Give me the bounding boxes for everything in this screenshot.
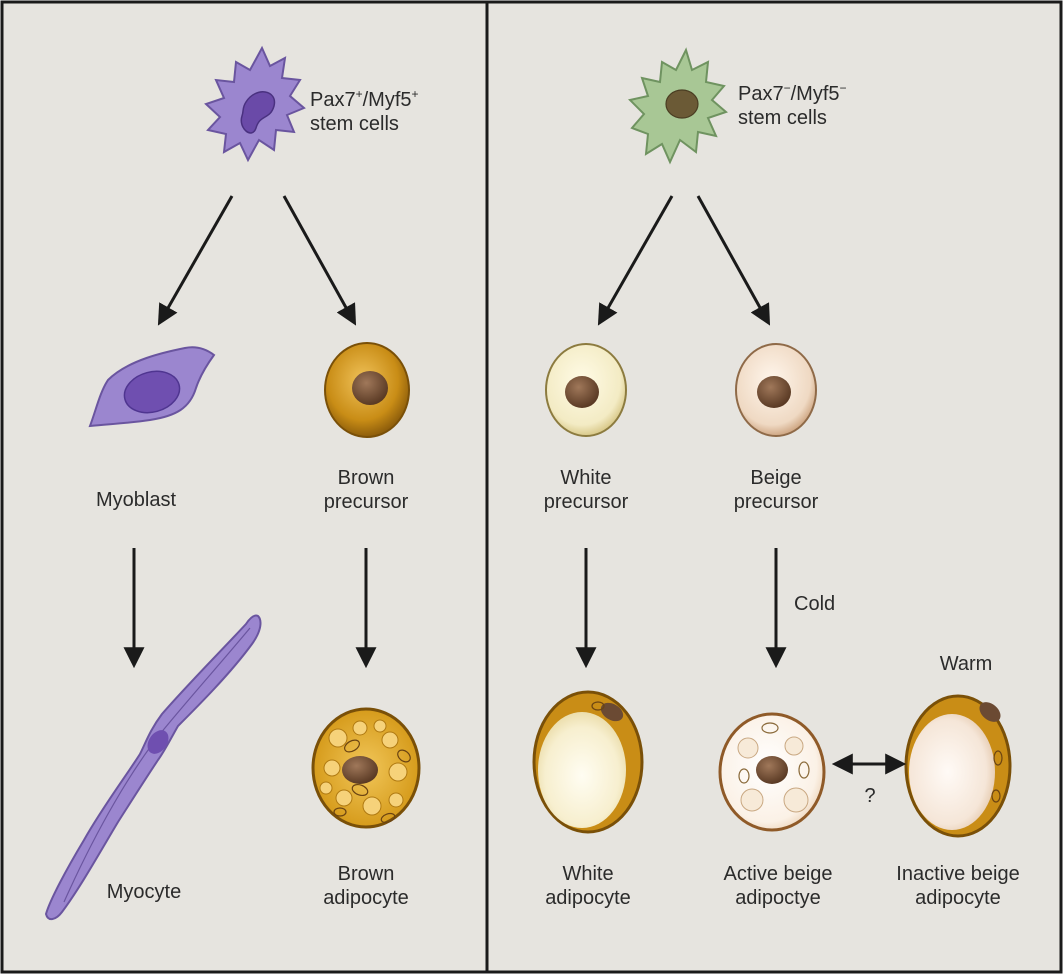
active-beige-adipocyte-icon [720,714,824,830]
myoblast-label: Myoblast [96,488,176,512]
white-precursor-label: White precursor [544,466,628,514]
right-stem-label: Pax7−/Myf5− stem cells [738,82,847,130]
white-precursor-cell-icon [546,344,626,436]
inactive-beige-label: Inactive beige adipocyte [896,862,1019,910]
white-adipocyte-cell-icon [534,692,642,832]
beige-precursor-cell-icon [736,344,816,436]
myocyte-label: Myocyte [107,880,181,904]
beige-precursor-label: Beige precursor [734,466,818,514]
brown-precursor-cell-icon [325,343,409,437]
active-beige-label: Active beige adipoctye [724,862,833,910]
left-stem-label: Pax7+/Myf5+ stem cells [310,88,419,136]
brown-adipocyte-label: Brown adipocyte [323,862,409,910]
brown-adipocyte-cell-icon [313,709,419,827]
brown-precursor-label: Brown precursor [324,466,408,514]
warm-label: Warm [940,652,993,676]
cold-label: Cold [794,592,835,616]
question-label: ? [864,784,875,808]
white-adipocyte-label: White adipocyte [545,862,631,910]
inactive-beige-adipocyte-icon [906,696,1010,836]
